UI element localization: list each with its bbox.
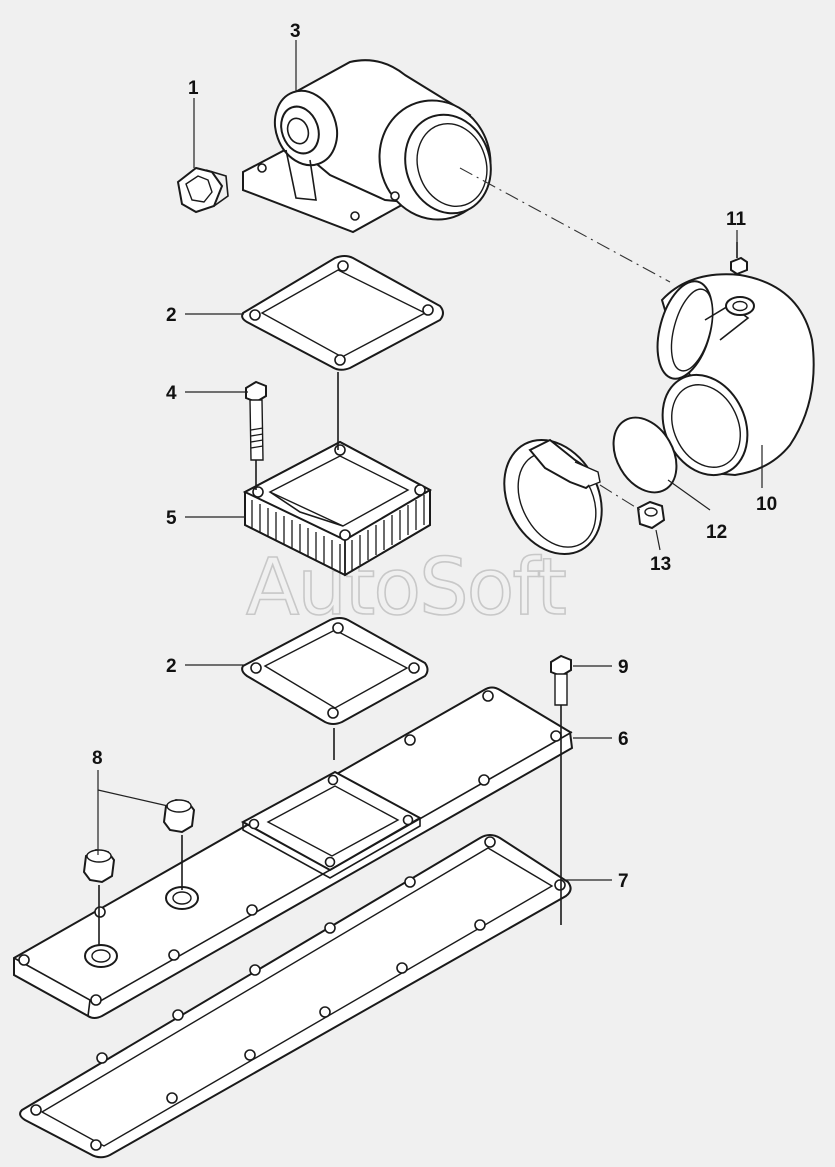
part-12-seal-ring xyxy=(612,416,678,494)
callout-leaders xyxy=(97,40,763,881)
callout-6: 6 xyxy=(618,729,629,750)
part-5-spacer-block xyxy=(242,440,433,577)
v-band-clamp xyxy=(503,438,603,556)
callout-1: 1 xyxy=(188,78,199,99)
callout-12: 12 xyxy=(706,522,727,543)
callout-10: 10 xyxy=(756,494,777,515)
callout-13: 13 xyxy=(650,554,671,575)
callout-11: 11 xyxy=(726,209,747,230)
part-3-elbow-housing xyxy=(242,59,492,234)
assembly-centre-lines xyxy=(98,167,738,945)
part-11-screw xyxy=(730,256,748,276)
part-8-plugs xyxy=(82,798,196,884)
callout-2-lower: 2 xyxy=(166,656,177,677)
watermark-text: AutoSoft xyxy=(246,543,565,633)
callout-7: 7 xyxy=(618,871,629,892)
callout-4: 4 xyxy=(166,383,177,404)
part-1-plug xyxy=(176,166,229,214)
callout-2-upper: 2 xyxy=(166,305,177,326)
part-13-nut xyxy=(636,500,666,530)
part-6-cover-plate xyxy=(13,686,574,1019)
callout-3: 3 xyxy=(290,21,301,42)
callout-5: 5 xyxy=(166,508,177,529)
callout-labels: 1 2 2 3 4 5 6 7 8 9 10 11 12 13 xyxy=(92,21,777,892)
part-9-bolt xyxy=(550,654,572,706)
part-4-bolt xyxy=(245,380,267,461)
part-10-elbow-pipe xyxy=(656,273,815,477)
callout-9: 9 xyxy=(618,657,629,678)
spacer-block-fins xyxy=(251,495,425,572)
part-2-gasket-upper xyxy=(241,255,444,371)
callout-8: 8 xyxy=(92,748,103,769)
part-2-gasket-lower xyxy=(241,617,429,725)
part-7-manifold-gasket xyxy=(19,834,572,1159)
